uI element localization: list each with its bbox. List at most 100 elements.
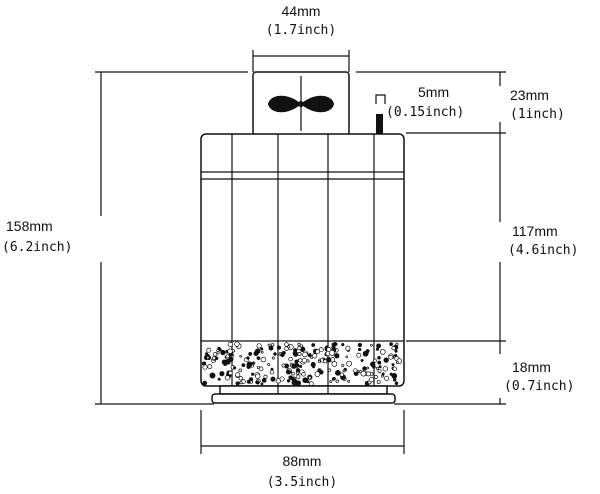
granule — [341, 343, 345, 347]
granule — [394, 353, 398, 357]
total-height-dimension: 158mm (6.2inch) — [2, 71, 248, 405]
granule — [360, 370, 367, 377]
granule — [370, 343, 373, 347]
granule — [205, 352, 209, 356]
granule — [219, 371, 225, 377]
granule — [297, 342, 301, 347]
granule — [376, 379, 381, 384]
body-width-inch: (3.5inch) — [267, 475, 337, 490]
granule — [345, 345, 351, 351]
granule — [353, 368, 358, 373]
granule — [381, 372, 385, 376]
total-height-mm: 158mm — [6, 218, 53, 234]
granule — [270, 376, 276, 382]
granule — [389, 372, 393, 376]
body-height-inch: (4.6inch) — [508, 243, 578, 258]
granule — [360, 359, 364, 362]
pin-icon — [375, 94, 386, 135]
granule — [294, 359, 299, 364]
granule — [206, 356, 210, 360]
granule — [291, 371, 295, 376]
cap-height-mm: 23mm — [510, 87, 549, 103]
granule — [289, 364, 293, 368]
granule — [202, 380, 208, 386]
cap-height-inch: (1inch) — [510, 107, 565, 122]
granule — [362, 350, 369, 357]
granule — [260, 356, 267, 363]
granule — [373, 374, 378, 379]
top-width-mm: 44mm — [282, 3, 321, 19]
granule — [246, 361, 253, 368]
granule — [383, 357, 389, 363]
granule — [228, 370, 233, 376]
granule — [318, 347, 324, 353]
granule — [319, 370, 324, 375]
granule — [335, 379, 339, 383]
base-plate — [211, 393, 396, 404]
granule — [384, 375, 390, 381]
granule — [388, 354, 394, 360]
granule — [375, 366, 380, 370]
granule — [248, 351, 253, 356]
granule — [366, 366, 370, 370]
granule — [334, 353, 340, 359]
granule — [238, 376, 243, 381]
granule — [306, 359, 310, 363]
granule — [346, 360, 352, 367]
granule — [301, 357, 308, 364]
granule — [329, 380, 333, 384]
granule — [217, 346, 221, 351]
granule — [358, 347, 362, 352]
granule — [239, 354, 243, 358]
granule — [317, 360, 321, 364]
granule — [299, 364, 303, 368]
granule — [228, 356, 234, 362]
filter-height-mm: 18mm — [512, 359, 551, 375]
filter-height-dimension: 18mm (0.7inch) — [504, 359, 574, 394]
granule — [307, 375, 312, 380]
granule — [307, 353, 312, 358]
right-height-dimensions — [356, 71, 506, 405]
granule — [357, 342, 363, 348]
granule — [227, 341, 233, 348]
granule — [267, 343, 271, 347]
granule — [269, 369, 275, 375]
granule — [311, 343, 316, 347]
granule — [235, 372, 241, 378]
granule — [276, 345, 282, 350]
pin-width-inch: (0.15inch) — [386, 105, 464, 120]
granule — [302, 377, 309, 384]
granule — [376, 343, 382, 349]
granule — [292, 378, 298, 384]
granule — [251, 372, 255, 376]
granule — [298, 358, 303, 363]
granule — [202, 364, 208, 370]
granule — [254, 348, 261, 354]
granule — [315, 349, 321, 355]
body-width-mm: 88mm — [283, 453, 322, 469]
granule — [246, 356, 250, 360]
granule — [256, 343, 262, 349]
granule — [227, 348, 233, 354]
granule — [241, 363, 246, 367]
granule — [327, 368, 332, 372]
granule — [297, 346, 302, 351]
granule — [224, 375, 231, 381]
pin-width-dimension: 5mm (0.15inch) — [386, 84, 464, 120]
granule — [221, 359, 227, 365]
filter-granules — [201, 341, 403, 387]
granule — [286, 379, 291, 383]
granule — [217, 377, 221, 381]
granule — [395, 361, 399, 364]
granule — [268, 345, 274, 351]
granule — [261, 377, 267, 383]
granule — [288, 356, 293, 362]
granule — [273, 352, 277, 356]
granule — [372, 358, 377, 363]
granule — [258, 366, 264, 372]
granule — [212, 356, 216, 361]
granule — [260, 382, 264, 386]
granule — [220, 349, 226, 356]
